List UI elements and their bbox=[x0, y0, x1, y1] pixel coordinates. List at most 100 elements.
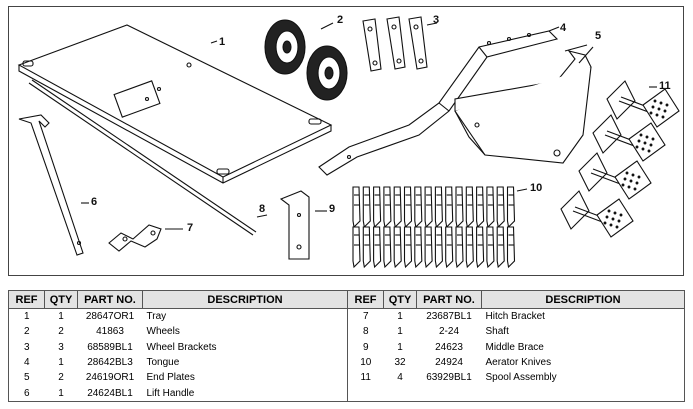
aerator-knife bbox=[506, 226, 516, 269]
part-no-cell: 24623 bbox=[435, 341, 463, 353]
qty-cell: 1 bbox=[397, 341, 403, 353]
table-row: 3 3 68589BL1 Wheel Brackets 9 1 24623 Middle Br… bbox=[8, 339, 685, 355]
header-ref: REF bbox=[347, 290, 384, 309]
aerator-knife bbox=[414, 226, 423, 269]
aerator-knife bbox=[414, 186, 423, 229]
callout-3: 3 bbox=[433, 14, 440, 26]
part-no-cell: 41863 bbox=[96, 326, 124, 338]
callout-4: 4 bbox=[560, 22, 567, 34]
wheels-part bbox=[264, 19, 348, 101]
description-cell: Wheel Brackets bbox=[142, 339, 348, 355]
aerator-knife bbox=[383, 186, 392, 229]
qty-cell: 3 bbox=[58, 341, 64, 353]
callout-8: 8 bbox=[259, 203, 266, 215]
ref-cell: 2 bbox=[8, 324, 45, 340]
parts-list: REF QTY PART NO. DESCRIPTION REF QTY PAR… bbox=[8, 290, 685, 402]
qty-cell: 1 bbox=[397, 311, 403, 323]
aerator-knife bbox=[445, 186, 454, 229]
aerator-knife bbox=[362, 186, 371, 229]
part-no-cell: 63929BL1 bbox=[426, 372, 472, 384]
aerator-knife bbox=[373, 226, 382, 269]
ref-cell: 9 bbox=[362, 341, 369, 353]
parts-table: REF QTY PART NO. DESCRIPTION REF QTY PAR… bbox=[8, 290, 685, 402]
description-cell: Spool Assembly bbox=[481, 370, 685, 386]
qty-cell: 1 bbox=[58, 311, 64, 323]
table-header-row: REF QTY PART NO. DESCRIPTION REF QTY PAR… bbox=[8, 290, 685, 309]
header-qty: QTY bbox=[44, 290, 78, 309]
ref-cell: 11 bbox=[360, 372, 371, 384]
qty-cell: 2 bbox=[58, 372, 64, 384]
aerator-knife bbox=[496, 226, 505, 269]
callout-9: 9 bbox=[329, 203, 336, 215]
aerator-knife bbox=[393, 226, 402, 269]
qty-cell: 1 bbox=[58, 357, 64, 369]
ref-cell: 7 bbox=[362, 311, 369, 323]
aerator-knife bbox=[424, 226, 433, 269]
ref-cell: 6 bbox=[8, 385, 45, 402]
aerator-knife bbox=[352, 226, 361, 269]
ref-cell: 3 bbox=[8, 339, 45, 355]
aerator-knife bbox=[434, 226, 443, 269]
part-no-cell bbox=[416, 385, 482, 402]
aerator-knife bbox=[434, 186, 443, 229]
middle-brace-part bbox=[279, 190, 327, 260]
header-description: DESCRIPTION bbox=[481, 290, 685, 309]
spool bbox=[606, 80, 680, 128]
spool bbox=[592, 114, 666, 162]
spool bbox=[578, 152, 652, 200]
part-no-cell: 68589BL1 bbox=[87, 341, 133, 353]
callout-1: 1 bbox=[219, 36, 226, 48]
header-part-no: PART NO. bbox=[416, 290, 482, 309]
description-cell: Hitch Bracket bbox=[481, 308, 685, 325]
hitch-bracket-part bbox=[108, 224, 183, 252]
part-no-cell: 2-24 bbox=[438, 326, 459, 338]
callout-11: 11 bbox=[659, 80, 671, 92]
aerator-knife bbox=[403, 226, 413, 269]
description-cell: Middle Brace bbox=[481, 339, 685, 355]
shaft-part bbox=[28, 79, 268, 236]
description-cell bbox=[481, 385, 685, 402]
ref-cell: 8 bbox=[362, 326, 369, 338]
header-description: DESCRIPTION bbox=[142, 290, 348, 309]
description-cell: Lift Handle bbox=[142, 385, 348, 402]
aerator-knife bbox=[424, 186, 433, 229]
callout-10: 10 bbox=[530, 182, 543, 194]
spool-assembly-part bbox=[560, 80, 680, 238]
callout-6: 6 bbox=[91, 196, 98, 208]
aerator-knife bbox=[403, 186, 413, 229]
aerator-knife bbox=[352, 186, 361, 229]
aerator-knives-part bbox=[352, 186, 528, 269]
description-cell: Tongue bbox=[142, 354, 348, 371]
ref-cell: 4 bbox=[8, 354, 45, 371]
qty-cell bbox=[383, 385, 417, 402]
description-cell: Tray bbox=[142, 308, 348, 325]
part-no-cell: 24624BL1 bbox=[77, 385, 143, 402]
header-ref: REF bbox=[8, 290, 45, 309]
aerator-knife bbox=[383, 226, 392, 269]
aerator-knife bbox=[465, 226, 474, 269]
aerator-knife bbox=[393, 186, 402, 229]
qty-cell: 1 bbox=[397, 326, 403, 338]
spool bbox=[560, 190, 634, 238]
aerator-knife bbox=[506, 186, 516, 229]
aerator-knife bbox=[465, 186, 474, 229]
qty-cell: 32 bbox=[394, 357, 406, 369]
wheel-brackets-part bbox=[362, 16, 438, 72]
part-no-cell: 28642BL3 bbox=[87, 357, 133, 369]
ref-cell bbox=[347, 385, 384, 402]
aerator-knife bbox=[486, 186, 495, 229]
tray-part bbox=[17, 24, 333, 184]
aerator-knife bbox=[476, 186, 485, 229]
aerator-knife bbox=[455, 226, 464, 269]
description-cell: Shaft bbox=[481, 324, 685, 340]
description-cell: Aerator Knives bbox=[481, 354, 685, 371]
lift-handle-part bbox=[18, 114, 89, 256]
ref-cell: 10 bbox=[360, 357, 372, 369]
ref-cell: 1 bbox=[8, 308, 45, 325]
end-plates-part bbox=[454, 44, 594, 164]
exploded-view-drawing bbox=[17, 16, 680, 269]
